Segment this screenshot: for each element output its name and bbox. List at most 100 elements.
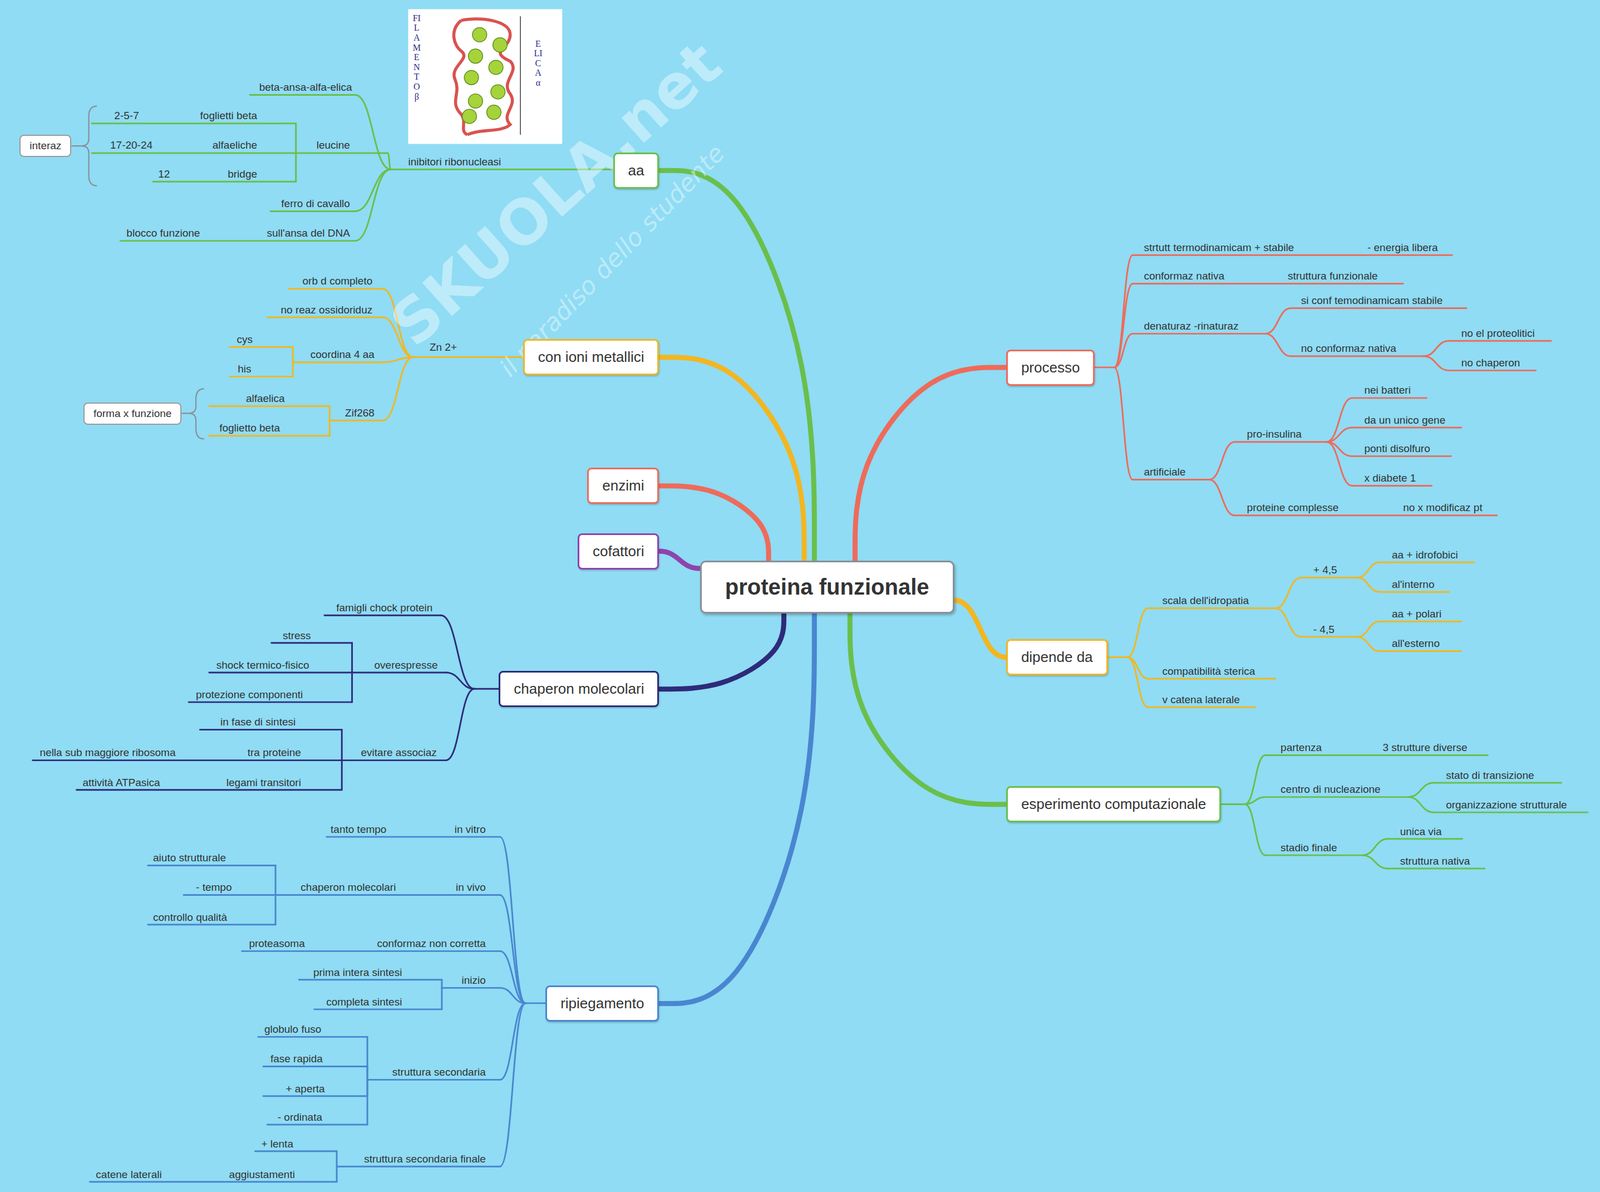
alpha-helix-ribbon <box>461 18 514 135</box>
branch-line <box>1351 396 1427 399</box>
branch-connector <box>849 613 1007 805</box>
branch-label: fase rapida <box>270 1052 323 1065</box>
branch-line <box>1326 427 1353 442</box>
branch-line <box>1132 332 1265 335</box>
topic-text: interaz <box>29 139 62 152</box>
branch-label: conformaz nativa <box>1143 269 1225 283</box>
branch-line <box>1127 656 1149 678</box>
branch-line <box>242 949 501 952</box>
branch-connector <box>658 550 700 569</box>
topic-text: processo <box>1021 358 1081 377</box>
branch-label: bridge <box>227 168 258 181</box>
branch-line <box>254 1149 337 1152</box>
topic-text: con ioni metallici <box>538 348 645 366</box>
branch-label: stato di transizione <box>1445 769 1534 782</box>
branch-label: compatibilità sterica <box>1162 665 1255 678</box>
branch-label: da un unico gene <box>1364 414 1446 427</box>
branch-label: v catena laterale <box>1162 693 1240 706</box>
branch-label: x diabete 1 <box>1364 471 1416 485</box>
branch-line <box>296 151 388 154</box>
branch-label: partenza <box>1280 741 1322 754</box>
branch-line <box>1379 561 1475 564</box>
branch-label: - tempo <box>195 880 232 894</box>
branch-line <box>1114 283 1133 368</box>
branch-label: in fase di sintesi <box>220 715 296 728</box>
branch-label: catene laterali <box>95 1168 162 1181</box>
branch-label: his <box>237 362 251 376</box>
branch-label: legami transitori <box>226 776 302 789</box>
branch-topic: aa <box>613 152 660 189</box>
protein-illustration <box>407 8 563 144</box>
branch-line <box>366 1036 369 1080</box>
branch-line <box>1423 356 1450 371</box>
branch-topic: dipende da <box>1006 638 1109 676</box>
branch-line <box>1148 677 1276 680</box>
branch-label: evitare associaz <box>361 746 437 759</box>
branch-line <box>1449 369 1536 372</box>
bracket <box>181 388 204 439</box>
branch-line <box>336 1165 338 1181</box>
branch-line <box>1132 478 1210 481</box>
branch-label: inibitori ribonucleasi <box>407 155 501 169</box>
branch-line <box>258 1035 368 1038</box>
branch-line <box>1449 340 1552 342</box>
branch-line <box>499 950 526 1003</box>
branch-label: ferro di cavallo <box>281 197 351 210</box>
branch-line <box>153 180 297 183</box>
branch-line <box>499 1002 526 1166</box>
branch-line <box>1357 621 1380 637</box>
branch-label: protezione componenti <box>195 688 303 701</box>
branch-line <box>148 923 276 925</box>
branch-line <box>1114 333 1133 367</box>
branch-label: in vitro <box>454 823 486 836</box>
branch-line <box>263 1094 368 1097</box>
branch-line <box>292 362 294 377</box>
branch-line <box>441 986 501 989</box>
branch-line <box>336 1165 500 1168</box>
branch-line <box>1265 795 1409 798</box>
branch-line <box>91 151 297 154</box>
branch-label: proteasoma <box>248 937 305 950</box>
branch-label: alfaeliche <box>212 139 258 152</box>
branch-label: alfaelica <box>245 392 285 405</box>
branch-line <box>1362 854 1388 869</box>
branch-line <box>352 671 447 674</box>
branch-connector <box>658 613 815 1004</box>
helix-blobs <box>462 27 508 123</box>
branch-connector <box>658 170 815 561</box>
branch-line <box>1132 282 1403 285</box>
branch-label: no chaperon <box>1461 356 1521 369</box>
topic-text: chaperon molecolari <box>513 680 644 698</box>
branch-connector <box>954 599 1007 658</box>
branch-line <box>183 893 276 896</box>
branch-label: shock termico-fisico <box>216 658 310 672</box>
branch-line <box>1326 441 1353 486</box>
branch-label: no conformaz nativa <box>1301 342 1397 355</box>
branch-label: nei batteri <box>1364 384 1411 397</box>
branch-line <box>1114 254 1133 368</box>
branch-line <box>355 94 391 170</box>
branch-line <box>263 1065 368 1067</box>
branch-label: artificiale <box>1143 465 1186 479</box>
branch-label: chaperon molecolari <box>300 880 396 894</box>
branch-line <box>1357 562 1380 578</box>
branch-line <box>229 375 294 378</box>
branch-label: strtutt termodinamicam + stabile <box>1143 241 1294 254</box>
branch-label: aggiustamenti <box>229 1168 295 1181</box>
branch-label: denaturaz -rinaturaz <box>1143 320 1239 333</box>
branch-line <box>1357 577 1380 593</box>
branch-line <box>1408 782 1434 797</box>
branch-topic: ripiegamento <box>545 985 659 1022</box>
branch-label: cys <box>236 333 253 346</box>
branch-label: aa + idrofobici <box>1391 548 1459 561</box>
topic-text: cofattori <box>592 542 645 560</box>
branch-line <box>1290 307 1466 309</box>
topic-text: ripiegamento <box>560 994 644 1012</box>
branch-line <box>270 210 356 213</box>
branch-line <box>1244 754 1266 804</box>
branch-line <box>209 671 353 674</box>
branch-line <box>1234 440 1327 443</box>
branch-line <box>148 864 276 866</box>
branch-label: Zif268 <box>345 406 375 420</box>
branch-line <box>1387 867 1485 869</box>
